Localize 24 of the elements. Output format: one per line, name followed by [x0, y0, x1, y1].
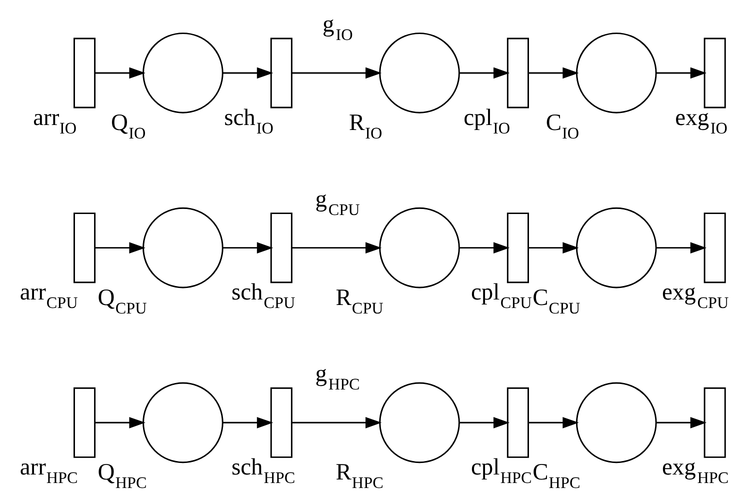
node-label: sch$_{HPC}$	[230, 454, 295, 488]
node-label: cpl$_{HPC}$	[470, 454, 532, 488]
node-label: Q$_{CPU}$	[97, 284, 146, 318]
edge-label: g$_{IO}$	[322, 12, 352, 44]
node-label: sch$_{IO}$	[224, 104, 273, 138]
node-label: R$_{HPC}$	[335, 460, 383, 492]
node-label: arr$_{CPU}$	[19, 280, 78, 312]
node-label: R$_{CPU}$	[335, 284, 383, 318]
node-label: arr$_{HPC}$	[19, 454, 78, 488]
node-label: cpl$_{CPU}$	[470, 280, 532, 312]
node-label: exg$_{HPC}$	[661, 454, 728, 488]
node-label: Q$_{IO}$	[110, 110, 146, 142]
node-label: C$_{CPU}$	[532, 284, 580, 318]
edge-label: g$_{HPC}$	[314, 361, 360, 394]
node-label: C$_{HPC}$	[532, 460, 580, 492]
node-label: Q$_{HPC}$	[97, 460, 146, 492]
node-label: R$_{IO}$	[348, 110, 382, 142]
node-label: cpl$_{IO}$	[463, 104, 510, 138]
node-label: exg$_{CPU}$	[661, 280, 728, 312]
node-label: arr$_{IO}$	[32, 104, 76, 138]
node-label: sch$_{CPU}$	[230, 280, 295, 312]
node-label: C$_{IO}$	[545, 110, 579, 142]
node-label: exg$_{IO}$	[674, 104, 727, 138]
edge-label: g$_{CPU}$	[314, 186, 360, 219]
